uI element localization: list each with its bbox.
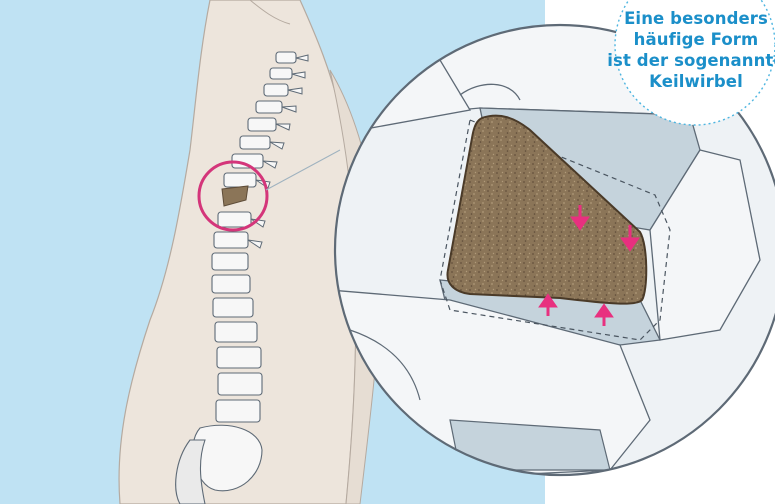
illustration xyxy=(0,0,775,504)
